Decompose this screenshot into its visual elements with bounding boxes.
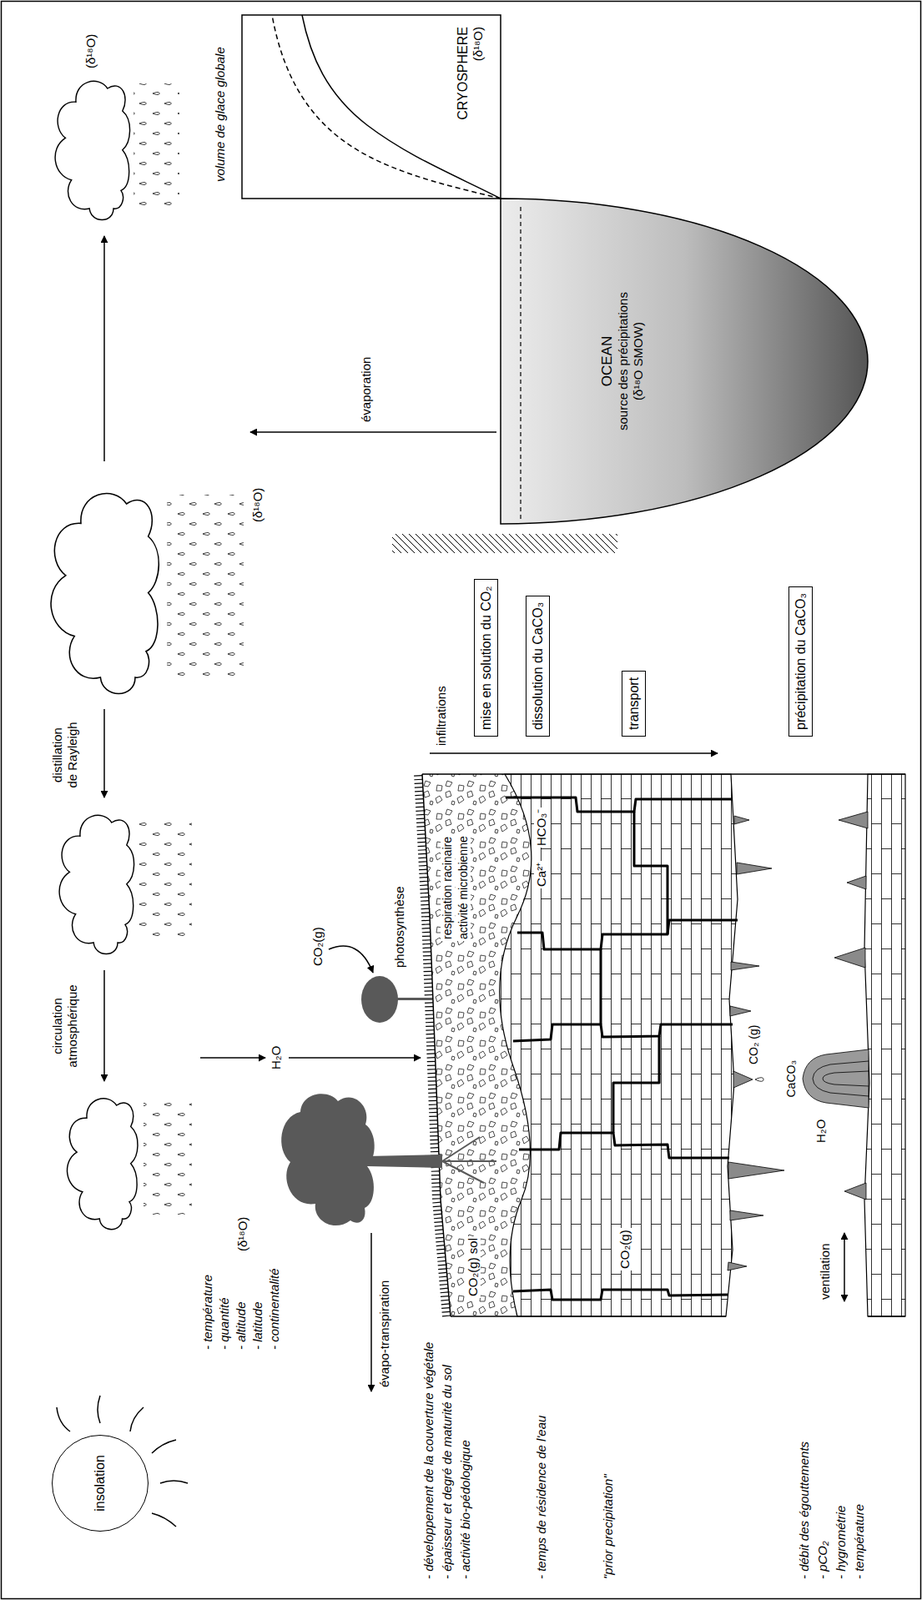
rain: [133, 83, 244, 1215]
label-text: - temps de résidence de l'eau: [534, 1415, 550, 1580]
ocean-outline: [500, 198, 868, 524]
label-text: (δ¹⁸O): [83, 34, 99, 69]
label-text: Ca²⁺: [534, 861, 550, 889]
node-text: CRYOSPHERE: [454, 26, 471, 121]
ocean-basin: OCEANsource des précipitations(δ¹⁸O SMOW…: [500, 198, 868, 524]
label-text: - hygrométrie: [833, 1506, 849, 1580]
node-text: précipitation du CaCO₃: [792, 593, 809, 731]
label-text: H₂O: [268, 1046, 284, 1070]
label-text: évapo-transpiration: [377, 1280, 393, 1388]
node-text: transport: [625, 677, 642, 731]
vegetation: [281, 976, 497, 1226]
label-text: - développement de la couverture végétal…: [421, 1342, 437, 1580]
label-text: circulation atmosphérique: [50, 976, 81, 1077]
label-text: CO₂(g) sol: [465, 1236, 481, 1299]
label-text: activité microbienne: [456, 834, 471, 942]
label-text: - continentalité: [267, 1268, 283, 1351]
karst-section: [418, 774, 906, 1317]
label-text: photosynthèse: [392, 886, 408, 968]
label-text: (δ¹⁸O): [235, 1217, 251, 1252]
label-text: respiration racinaire: [440, 835, 455, 942]
node-text: (δ¹⁸O): [470, 26, 486, 61]
process-box: dissolution du CaCO₃: [525, 595, 550, 737]
label-text: - température: [200, 1274, 216, 1351]
label-text: CO₂ (g): [746, 1025, 761, 1065]
sun-circle: insolation: [51, 1435, 149, 1532]
process-box: mise en solution du CO₂: [473, 579, 499, 737]
label-text: - pCO₂: [815, 1541, 831, 1580]
label-text: infiltrations: [433, 685, 449, 746]
label-text: évaporation: [358, 357, 374, 423]
process-box: transport: [621, 670, 646, 737]
label-text: - température: [851, 1504, 867, 1580]
label-text: volume de glace globale: [212, 46, 228, 182]
label-text: - épaisseur et degré de maturité du sol: [439, 1365, 455, 1580]
node-text: OCEAN: [599, 336, 616, 387]
label-text: - latitude: [250, 1301, 266, 1351]
label-text: - activité bio-pédologique: [458, 1440, 474, 1580]
node-text: mise en solution du CO₂: [478, 585, 494, 731]
label-text: CO₂(g): [617, 1228, 633, 1271]
label-text: CO₂(g): [310, 927, 326, 967]
node-text: source des précipitations: [615, 292, 631, 431]
label-text: - quantité: [216, 1297, 232, 1351]
shape-outline: [500, 198, 868, 524]
label-text: ventilation: [817, 1243, 833, 1300]
label-text: distillation de Rayleigh: [50, 720, 81, 791]
label-text: CaCO₃: [784, 1060, 799, 1099]
ice-profile-dashed: [272, 15, 501, 199]
cryosphere-box: CRYOSPHERE(δ¹⁸O): [241, 15, 501, 216]
sea-level-dashed: [519, 203, 521, 519]
label-text: - débit des égouttements: [796, 1441, 812, 1580]
label-text: - altitude: [233, 1301, 249, 1351]
node-text: dissolution du CaCO₃: [529, 602, 546, 731]
label-text: HCO₃⁻: [534, 807, 550, 848]
cryosphere-frame: [241, 15, 501, 199]
ground-hatching: [392, 534, 618, 554]
node-text: insolation: [91, 1455, 108, 1512]
node-text: (δ¹⁸O SMOW): [630, 322, 646, 401]
label-text: H₂O: [813, 1119, 829, 1144]
process-box: précipitation du CaCO₃: [788, 586, 813, 737]
label-text: (δ¹⁸O): [250, 488, 266, 523]
label-text: "prior precipitation": [600, 1474, 616, 1580]
